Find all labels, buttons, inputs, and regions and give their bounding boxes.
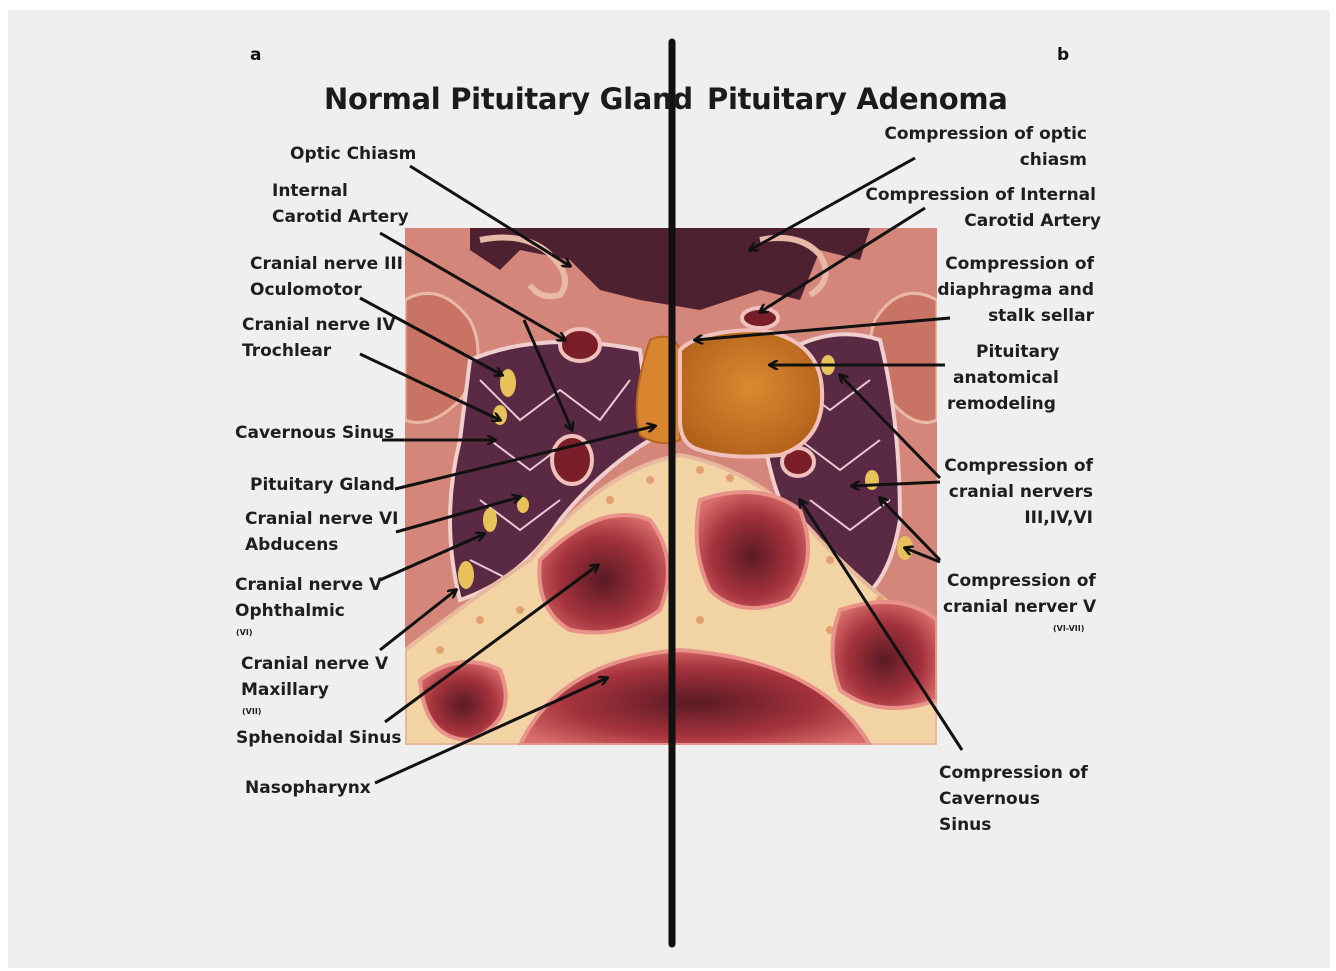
label-comp-diaphragma-line3: stalk sellar — [988, 303, 1094, 329]
label-comp-cn5-line2: cranial nerver V — [943, 594, 1096, 620]
label-cn3-line2: Oculomotor — [250, 277, 362, 303]
panel-letter-b: b — [1057, 45, 1069, 65]
label-pituitary-gland: Pituitary Gland — [250, 472, 395, 498]
label-comp-cavernous-line1: Compression of — [939, 760, 1088, 786]
label-comp-optic-line1: Compression of optic — [884, 121, 1087, 147]
sphenoid-cavity-right — [697, 492, 808, 608]
label-remodeling-line2: anatomical — [953, 365, 1059, 391]
label-comp-cavernous-line2: Cavernous — [939, 786, 1040, 812]
carotid-left-upper — [560, 329, 600, 361]
label-comp-nerves-line3: III,IV,VI — [1024, 505, 1093, 531]
label-comp-diaphragma-line2: diaphragma and — [937, 277, 1094, 303]
label-comp-optic-line2: chiasm — [1020, 147, 1087, 173]
label-cn5-ophthalmic-sub: (VI) — [236, 628, 252, 637]
label-comp-cn5-sub: (VI-VII) — [1053, 624, 1084, 633]
label-comp-diaphragma-line1: Compression of — [945, 251, 1094, 277]
label-cn5-ophthalmic-line2: Ophthalmic — [235, 598, 345, 624]
panel-letter-a: a — [250, 45, 261, 65]
label-internal-carotid-line2: Carotid Artery — [272, 204, 409, 230]
label-comp-cn5-line1: Compression of — [947, 568, 1096, 594]
left-panel-title: Normal Pituitary Gland — [324, 82, 693, 116]
label-comp-ica-line1: Compression of Internal — [865, 182, 1096, 208]
label-internal-carotid-line1: Internal — [272, 178, 348, 204]
label-remodeling-line3: remodeling — [947, 391, 1056, 417]
sphenoid-cavity-far-right — [833, 602, 938, 708]
label-comp-nerves-line2: cranial nervers — [949, 479, 1093, 505]
label-cn5-maxillary-line1: Cranial nerve V — [241, 651, 388, 677]
label-comp-ica-line2: Carotid Artery — [964, 208, 1101, 234]
label-cn4-line2: Trochlear — [242, 338, 331, 364]
label-comp-cavernous-line3: Sinus — [939, 812, 991, 838]
label-nasopharynx: Nasopharynx — [245, 775, 371, 801]
label-cn5-maxillary-sub: (VII) — [242, 707, 261, 716]
right-panel-title: Pituitary Adenoma — [707, 82, 1008, 116]
label-sphenoidal-sinus: Sphenoidal Sinus — [236, 725, 401, 751]
label-comp-nerves-line1: Compression of — [944, 453, 1093, 479]
label-cavernous-sinus: Cavernous Sinus — [235, 420, 394, 446]
pituitary-adenoma — [680, 330, 822, 457]
label-cn6-line1: Cranial nerve VI — [245, 506, 399, 532]
label-cn5-ophthalmic-line1: Cranial nerve V — [235, 572, 382, 598]
label-cn6-line2: Abducens — [245, 532, 338, 558]
label-cn4-line1: Cranial nerve IV — [242, 312, 396, 338]
label-cn5-maxillary-line2: Maxillary — [241, 677, 329, 703]
label-cn3-line1: Cranial nerve III — [250, 251, 403, 277]
label-remodeling-line1: Pituitary — [976, 339, 1059, 365]
label-optic-chiasm: Optic Chiasm — [290, 141, 416, 167]
